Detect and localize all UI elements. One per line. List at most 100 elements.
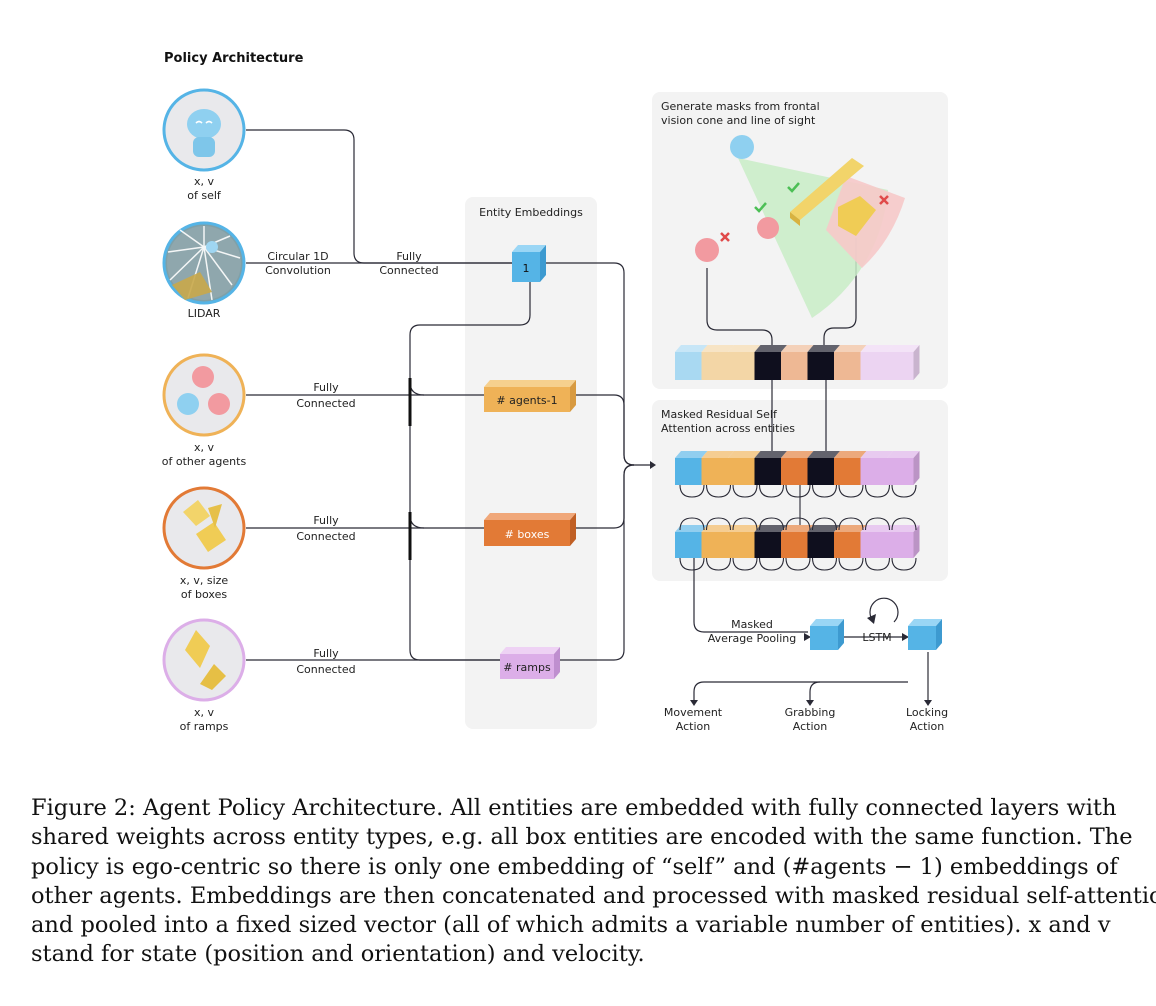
connector-lines (246, 129, 929, 700)
movement-action-label-2: Action (676, 720, 710, 733)
agent-red-icon (757, 217, 779, 239)
token-top (834, 345, 867, 352)
token-top (781, 525, 814, 532)
entity-token (781, 352, 808, 380)
token-side (913, 345, 920, 380)
attention-token-row-2 (675, 525, 920, 558)
self-embedding-label: 1 (523, 262, 530, 275)
entity-token (781, 458, 808, 485)
ramps-input (162, 618, 246, 702)
self-label: x, v (194, 175, 215, 188)
token-top (887, 525, 920, 532)
agent-red-icon (695, 238, 719, 262)
attention-arc (864, 484, 891, 498)
lstm-output-box (908, 619, 942, 650)
ramps-label: x, v (194, 706, 215, 719)
token-top (860, 345, 893, 352)
attention-arc (758, 517, 785, 531)
token-top (834, 525, 867, 532)
caption-line: shared weights across entity types, e.g.… (31, 824, 1133, 851)
boxes-input (162, 486, 246, 570)
boxes-fc-label-1: Fully (313, 514, 339, 527)
attention-arc (758, 484, 785, 498)
attention-arc (679, 517, 705, 531)
attention-arc (758, 557, 785, 571)
attention-title-2: Attention across entities (661, 422, 795, 435)
attention-arc (705, 517, 732, 531)
bus-junction (408, 378, 412, 426)
cross-icon (720, 232, 730, 242)
caption-line: Figure 2: Agent Policy Architecture. All… (31, 795, 1117, 821)
entity-token (807, 458, 834, 485)
attention-arc (732, 484, 758, 498)
attention-arc (838, 557, 864, 571)
agents-fc-label-1: Fully (313, 381, 339, 394)
token-top (860, 451, 893, 458)
locking-action-label-1: Locking (906, 706, 948, 719)
entity-token (860, 352, 887, 380)
token-top (675, 525, 708, 532)
token-top (754, 525, 787, 532)
token-top (701, 345, 734, 352)
boxes-fc-label-2: Connected (296, 530, 355, 543)
mask-token-row (675, 345, 920, 380)
lidar-input (162, 221, 246, 305)
caption-line: policy is ego-centric so there is only o… (31, 853, 1118, 880)
agents-sublabel: of other agents (162, 455, 247, 468)
token-side (913, 451, 920, 485)
attention-arc (864, 517, 891, 531)
figure-title: Policy Architecture (164, 51, 304, 66)
token-top (807, 451, 840, 458)
self-embedding-box (512, 245, 546, 282)
attention-arcs (679, 484, 917, 571)
ramps-sublabel: of ramps (180, 720, 229, 733)
attention-arc (732, 517, 758, 531)
entity-token (781, 532, 808, 558)
embeddings-panel (465, 197, 597, 729)
caption-line: and pooled into a fixed sized vector (al… (31, 912, 1111, 939)
ramps-embedding-box (500, 647, 560, 679)
attention-arc (811, 484, 838, 498)
lidar-fc-label-2: Connected (379, 264, 438, 277)
attention-arc (838, 517, 864, 531)
token-top (781, 345, 814, 352)
entity-token (807, 532, 834, 558)
grabbing-action-label-1: Grabbing (785, 706, 836, 719)
figure-caption: Figure 2: Agent Policy Architecture. All… (31, 794, 1156, 970)
lidar-fc-label-1: Fully (396, 250, 422, 263)
ramps-fc-label-1: Fully (313, 647, 339, 660)
token-top (887, 345, 920, 352)
attention-arc (838, 484, 864, 498)
entity-token (860, 458, 887, 485)
attention-arc (705, 484, 732, 498)
token-side (913, 525, 920, 558)
token-top (675, 451, 708, 458)
circular-conv-label-2: Convolution (265, 264, 331, 277)
token-top (834, 451, 867, 458)
token-top (754, 451, 787, 458)
entity-token (701, 458, 728, 485)
ramps-embedding-label: # ramps (503, 661, 551, 674)
agent-red-icon (208, 393, 230, 415)
entity-token (675, 532, 702, 558)
check-icon (754, 202, 767, 213)
attention-arc (705, 557, 732, 571)
pooling-label-1: Masked (731, 618, 773, 631)
agents-embedding-box (484, 380, 576, 412)
policy-architecture-figure: Policy Architecture (162, 51, 948, 733)
attention-arc (785, 557, 811, 571)
attention-arc (891, 484, 917, 498)
entity-token (728, 458, 755, 485)
agents-fc-label-2: Connected (296, 397, 355, 410)
attention-arc (891, 517, 917, 531)
entity-token (728, 352, 755, 380)
caption-line: other agents. Embeddings are then concat… (31, 882, 1156, 909)
attention-arc (811, 517, 838, 531)
movement-action-label-1: Movement (664, 706, 723, 719)
token-top (887, 451, 920, 458)
token-top (728, 345, 761, 352)
agents-embedding-label: # agents-1 (496, 394, 557, 407)
pooling-label-2: Average Pooling (708, 632, 796, 645)
token-top (754, 345, 787, 352)
entity-token (834, 532, 861, 558)
